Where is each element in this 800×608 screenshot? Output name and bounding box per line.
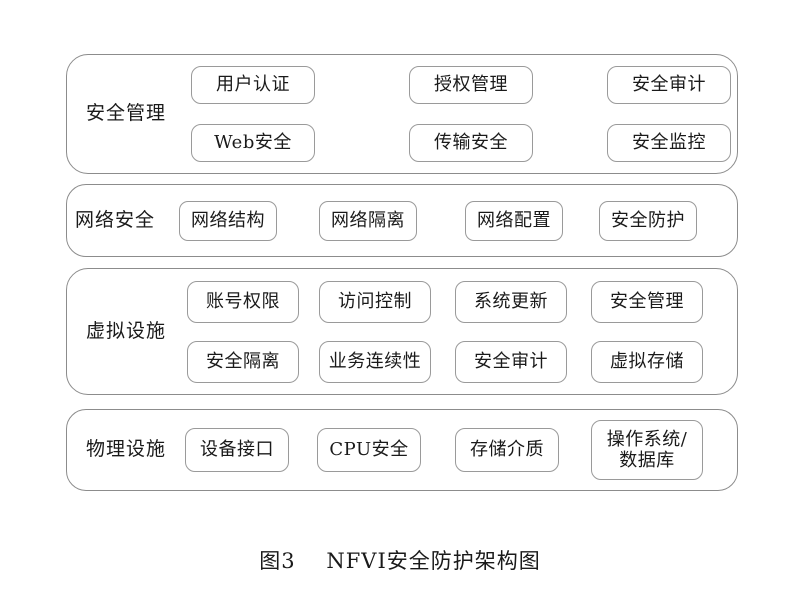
item-row: 安全隔离 业务连续性 安全审计 虚拟存储: [185, 339, 731, 385]
layer-label-network-security: 网络安全: [75, 208, 156, 231]
item-security-protection[interactable]: 安全防护: [599, 200, 697, 241]
layer-security-management: 安全管理 用户认证 授权管理 安全审计 Web安全 传输安全 安全监控: [66, 54, 738, 174]
item-row: 用户认证 授权管理 安全审计: [185, 63, 731, 107]
layer-virtual-infrastructure: 虚拟设施 账号权限 访问控制 系统更新 安全管理 安全隔离 业务连续性 安全审计…: [66, 268, 738, 395]
layer-network-security: 网络安全 网络结构 网络隔离 网络配置 安全防护: [66, 184, 738, 257]
item-access-control[interactable]: 访问控制: [319, 280, 431, 323]
item-row: 网络结构 网络隔离 网络配置 安全防护: [179, 200, 731, 242]
figure-caption: 图3 NFVI安全防护架构图: [259, 549, 541, 573]
layer-body-virtual-infrastructure: 账号权限 访问控制 系统更新 安全管理 安全隔离 业务连续性 安全审计 虚拟存储: [185, 269, 737, 394]
layer-physical-infrastructure: 物理设施 设备接口 CPU安全 存储介质 操作系统/ 数据库: [66, 409, 738, 491]
item-security-audit[interactable]: 安全审计: [455, 340, 567, 383]
item-business-continuity[interactable]: 业务连续性: [319, 340, 431, 383]
item-transmission-security[interactable]: 传输安全: [409, 124, 533, 162]
item-system-update[interactable]: 系统更新: [455, 280, 567, 323]
item-device-interface[interactable]: 设备接口: [185, 428, 289, 472]
item-network-structure[interactable]: 网络结构: [179, 200, 277, 241]
item-security-isolation[interactable]: 安全隔离: [187, 340, 299, 383]
item-security-management[interactable]: 安全管理: [591, 280, 703, 323]
item-network-configuration[interactable]: 网络配置: [465, 200, 563, 241]
item-row: 账号权限 访问控制 系统更新 安全管理: [185, 279, 731, 325]
layer-body-network-security: 网络结构 网络隔离 网络配置 安全防护: [179, 185, 737, 256]
item-virtual-storage[interactable]: 虚拟存储: [591, 340, 703, 383]
item-account-privileges[interactable]: 账号权限: [187, 280, 299, 323]
item-storage-media[interactable]: 存储介质: [455, 428, 559, 472]
item-row: 设备接口 CPU安全 存储介质 操作系统/ 数据库: [185, 418, 731, 482]
layer-label-physical-infrastructure: 物理设施: [85, 438, 166, 461]
layer-body-security-management: 用户认证 授权管理 安全审计 Web安全 传输安全 安全监控: [185, 55, 737, 173]
item-network-isolation[interactable]: 网络隔离: [319, 200, 417, 241]
item-operating-system-database[interactable]: 操作系统/ 数据库: [591, 420, 703, 480]
item-security-monitoring[interactable]: 安全监控: [607, 124, 731, 162]
layer-label-virtual-infrastructure: 虚拟设施: [85, 319, 166, 342]
item-authorization-management[interactable]: 授权管理: [409, 66, 533, 104]
item-security-audit[interactable]: 安全审计: [607, 66, 731, 104]
item-cpu-security[interactable]: CPU安全: [317, 428, 421, 472]
item-row: Web安全 传输安全 安全监控: [185, 121, 731, 165]
layer-body-physical-infrastructure: 设备接口 CPU安全 存储介质 操作系统/ 数据库: [185, 410, 737, 490]
layer-label-security-management: 安全管理: [85, 102, 166, 125]
item-user-authentication[interactable]: 用户认证: [191, 66, 315, 104]
item-web-security[interactable]: Web安全: [191, 124, 315, 162]
